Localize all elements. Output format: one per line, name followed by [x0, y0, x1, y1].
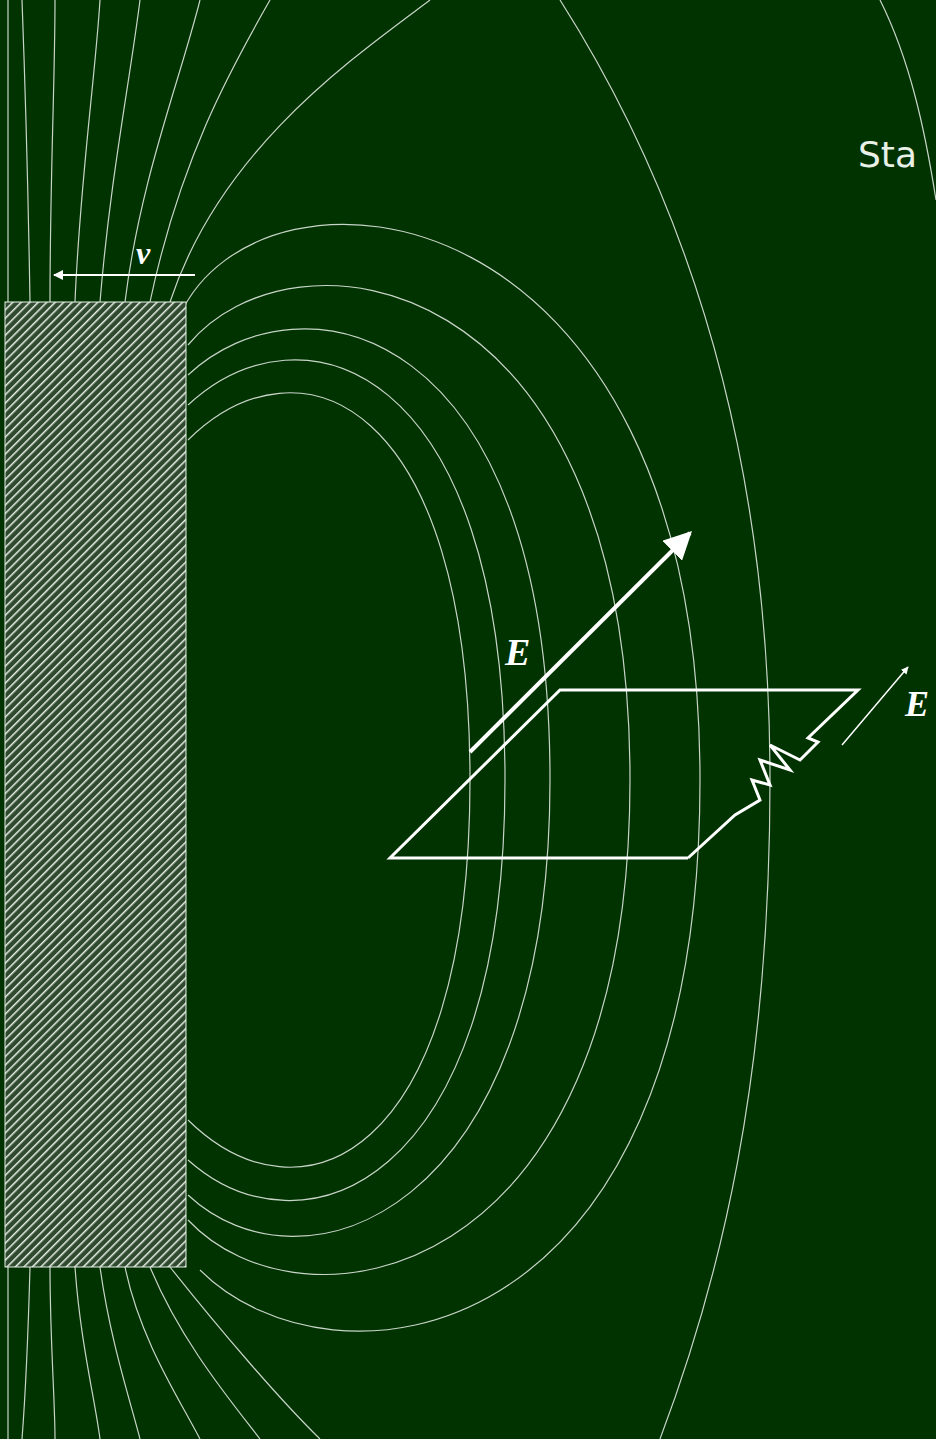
field-symbol: E: [503, 633, 532, 671]
cut-off-title: Sta: [856, 137, 919, 173]
field-symbol: E: [903, 686, 931, 722]
circuit-loop-with-resistor: [390, 690, 858, 858]
electric-field-arrow: [470, 533, 690, 752]
bar-magnet: [5, 302, 186, 1267]
velocity-arrow: [54, 274, 195, 276]
velocity-symbol: v: [134, 237, 152, 269]
electric-field-arrow: [842, 667, 908, 745]
